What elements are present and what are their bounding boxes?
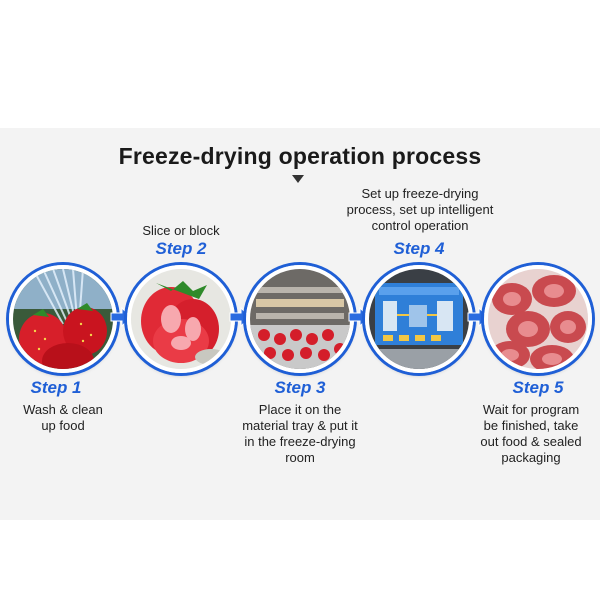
step-1-description: Wash & clean up food	[3, 402, 123, 434]
step-1-desc-line: up food	[41, 418, 85, 433]
step-5-description: Wait for program be finished, take out f…	[465, 402, 597, 466]
title-down-arrow-icon	[292, 175, 304, 183]
right-arrow-icon	[467, 306, 489, 328]
right-arrow-icon	[110, 306, 132, 328]
step-3-desc-line: material tray & put it	[242, 418, 358, 433]
trays-in-chamber-icon	[250, 269, 350, 369]
step-3-image	[246, 265, 354, 373]
step-1-desc-line: Wash & clean	[23, 402, 103, 417]
step-2-desc-line: Slice or block	[142, 223, 220, 238]
step-2-label: Step 2	[155, 239, 207, 258]
step-2-description: Slice or block	[111, 223, 251, 239]
right-arrow-icon	[229, 306, 251, 328]
step-2-image	[127, 265, 235, 373]
step-5-image	[484, 265, 592, 373]
step-5-desc-line: out food & sealed	[480, 434, 582, 449]
step-1-image	[9, 265, 117, 373]
step-4-description: Set up freeze-drying process, set up int…	[326, 186, 514, 234]
freeze-dried-slices-icon	[488, 269, 588, 369]
step-4-desc-line: process, set up intelligent	[346, 202, 494, 217]
step-3-desc-line: Place it on the	[258, 402, 342, 417]
step-3-description: Place it on the material tray & put it i…	[218, 402, 382, 466]
strawberries-washing-icon	[13, 269, 113, 369]
diagram-title: Freeze-drying operation process	[118, 143, 482, 169]
step-4-desc-line: Set up freeze-drying	[361, 186, 479, 201]
step-3-label: Step 3	[274, 378, 326, 397]
right-arrow-icon	[348, 306, 370, 328]
step-5-desc-line: be finished, take	[483, 418, 579, 433]
step-1-label: Step 1	[30, 378, 82, 397]
step-4-desc-line: control operation	[371, 218, 469, 233]
step-4-label: Step 4	[393, 239, 445, 258]
control-panel-screen-icon	[369, 269, 469, 369]
step-4-image	[365, 265, 473, 373]
step-3-desc-line: room	[285, 450, 315, 465]
step-5-desc-line: Wait for program	[482, 402, 580, 417]
step-5-label: Step 5	[512, 378, 564, 397]
step-3-desc-line: in the freeze-drying	[244, 434, 356, 449]
strawberry-slices-icon	[131, 269, 231, 369]
step-5-desc-line: packaging	[501, 450, 561, 465]
